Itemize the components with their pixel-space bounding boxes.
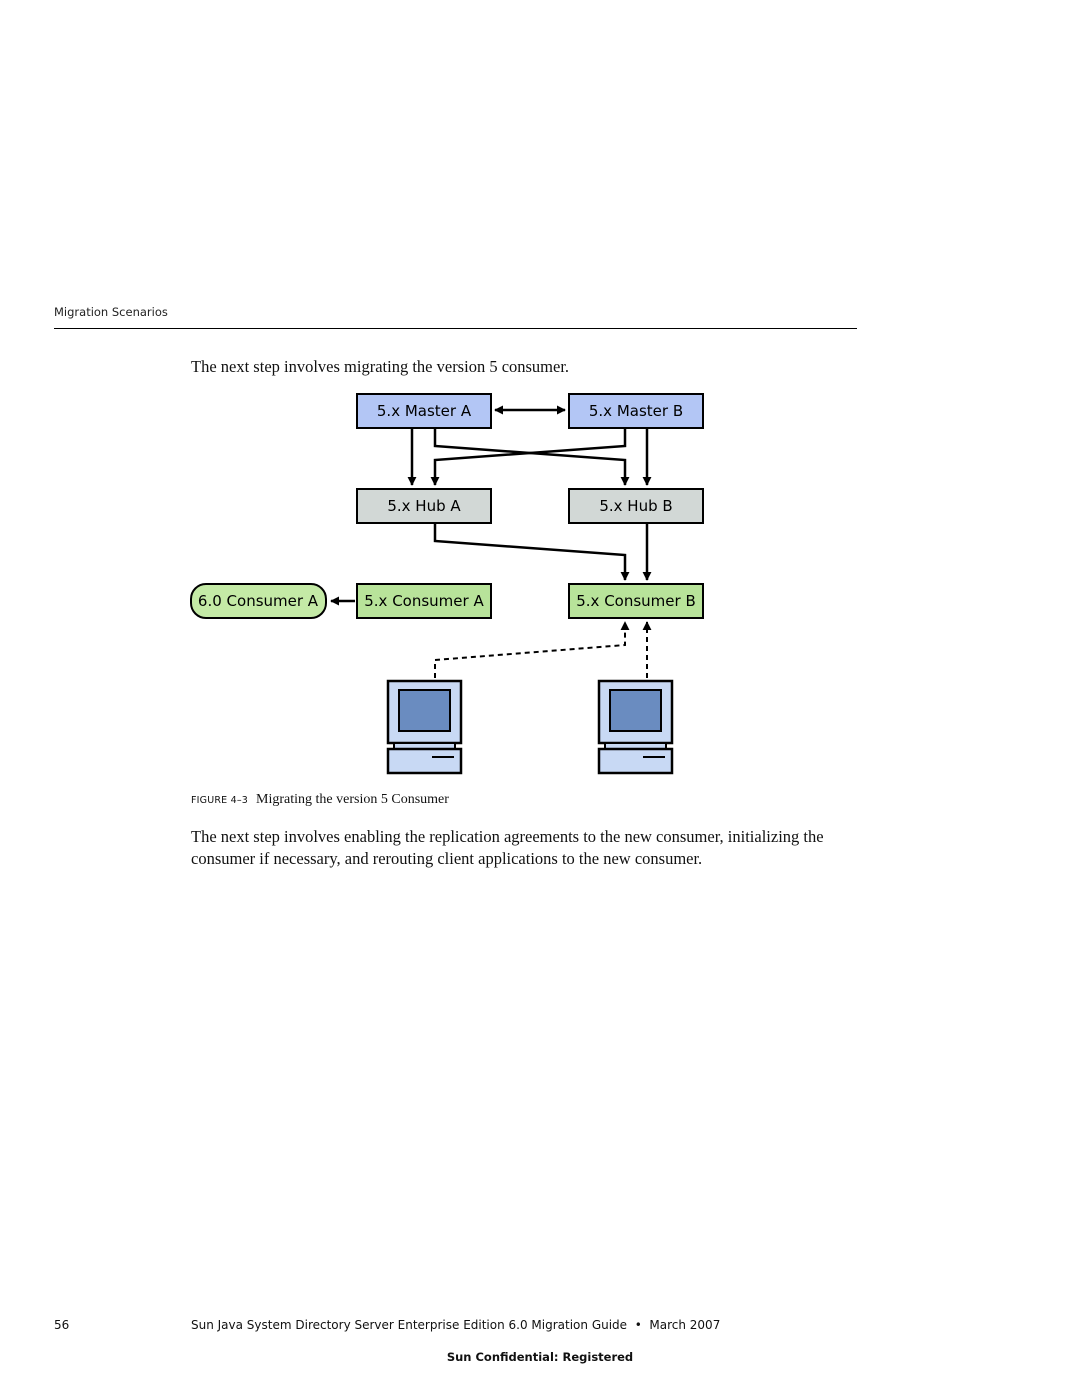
hub-a-box: 5.x Hub A — [356, 488, 492, 524]
master-a-box: 5.x Master A — [356, 393, 492, 429]
client-computer-icon — [597, 679, 674, 775]
hub-a-to-consumer-b-link — [433, 523, 630, 581]
master-a-label: 5.x Master A — [377, 402, 472, 420]
page-number: 56 — [54, 1318, 70, 1332]
new-consumer-a-label: 6.0 Consumer A — [198, 592, 319, 610]
hub-b-box: 5.x Hub B — [568, 488, 704, 524]
new-consumer-a-node: 6.0 Consumer A — [190, 583, 327, 619]
consumer-a-label: 5.x Consumer A — [364, 592, 484, 610]
header-rule — [54, 328, 857, 329]
hub-b-label: 5.x Hub B — [599, 497, 672, 515]
figure-caption-text: Migrating the version 5 Consumer — [256, 792, 449, 807]
master-b-label: 5.x Master B — [589, 402, 683, 420]
replication-topology-figure: 5.x Master A 5.x Master B 5.x Hub A 5.x … — [180, 385, 720, 785]
figure-caption-label: FIGURE 4–3 — [191, 795, 249, 806]
consumer-a-box: 5.x Consumer A — [356, 583, 492, 619]
master-a-to-hub-b-link — [433, 428, 630, 486]
client-computer-icon — [386, 679, 463, 775]
running-head: Migration Scenarios — [54, 305, 168, 319]
master-b-box: 5.x Master B — [568, 393, 704, 429]
consumer-b-box: 5.x Consumer B — [568, 583, 704, 619]
figure-caption: FIGURE 4–3 Migrating the version 5 Consum… — [191, 792, 449, 808]
consumer-b-label: 5.x Consumer B — [576, 592, 696, 610]
footer-title: Sun Java System Directory Server Enterpr… — [191, 1318, 721, 1332]
confidential-notice: Sun Confidential: Registered — [446, 1350, 634, 1364]
body-paragraph-2: The next step involves enabling the repl… — [191, 827, 824, 868]
master-b-to-hub-a-link — [430, 428, 627, 486]
body-paragraph-1: The next step involves migrating the ver… — [191, 357, 570, 376]
hub-a-label: 5.x Hub A — [387, 497, 461, 515]
client-1-dashed-link — [434, 621, 630, 678]
